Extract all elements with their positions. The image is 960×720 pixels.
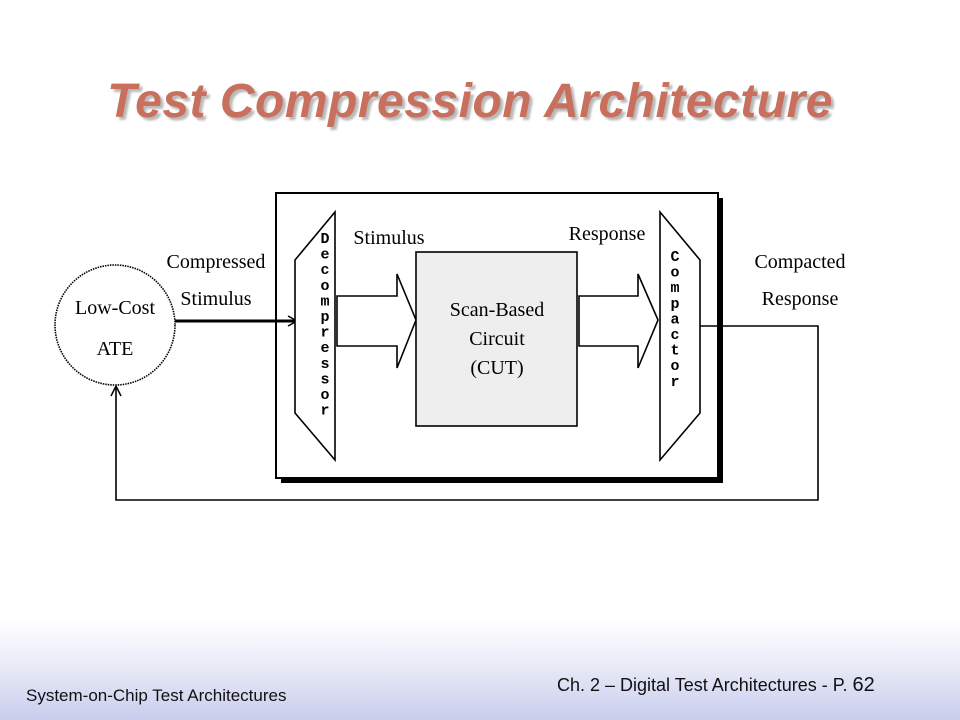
compactor-block <box>659 209 701 463</box>
compacted-response-label-1: Compacted <box>754 251 845 273</box>
compactor-letter: o <box>670 265 679 282</box>
decompressor-letter: o <box>320 278 329 295</box>
footer-chapter: Ch. 2 – Digital Test Architectures - P. … <box>557 674 875 697</box>
cut-box <box>415 251 578 427</box>
compactor-letter: C <box>670 249 679 266</box>
stimulus-arrow <box>336 273 417 369</box>
response-arrow <box>578 273 659 369</box>
ate-circle <box>54 264 176 386</box>
slide-title: Test Compression Architecture <box>107 75 833 128</box>
compactor-letter: a <box>670 311 679 328</box>
decompressor-letter: c <box>320 262 329 279</box>
compactor-letter: c <box>670 327 679 344</box>
decompressor-letter: s <box>320 356 329 373</box>
page-number: 62 <box>852 674 875 696</box>
compressed-stimulus-label-2: Stimulus <box>180 288 251 310</box>
decompressor-letter: D <box>320 231 329 248</box>
ate-label-1: Low-Cost <box>75 297 155 319</box>
response-label: Response <box>569 223 646 245</box>
feedback-line <box>115 325 819 501</box>
decompressor-letter: s <box>320 371 329 388</box>
cut-label-3: (CUT) <box>470 357 523 379</box>
compressed-stimulus-label-1: Compressed <box>167 251 266 273</box>
decompressor-letter: m <box>320 293 329 310</box>
compactor-letter: m <box>670 280 679 297</box>
footer-band <box>0 620 960 720</box>
feedback-arrowhead <box>110 384 122 397</box>
footer-chapter-text: Ch. 2 – Digital Test Architectures - P. <box>557 675 853 695</box>
decompressor-letter: o <box>320 387 329 404</box>
compactor-letter: o <box>670 358 679 375</box>
compacted-response-label-2: Response <box>762 288 839 310</box>
decompressor-letter: e <box>320 247 329 264</box>
footer-book-title: System-on-Chip Test Architectures <box>26 686 287 705</box>
decompressor-letter: r <box>320 403 329 420</box>
cut-label-1: Scan-Based <box>450 299 544 321</box>
compactor-letter: t <box>670 343 679 360</box>
decompressor-letter: r <box>320 325 329 342</box>
ate-label-2: ATE <box>97 338 134 360</box>
decompressor-block <box>294 209 336 463</box>
cut-label-2: Circuit <box>469 328 525 350</box>
stimulus-label: Stimulus <box>353 227 424 249</box>
decompressor-letter: e <box>320 340 329 357</box>
compactor-letter: p <box>670 296 679 313</box>
decompressor-letter: p <box>320 309 329 326</box>
compactor-letter: r <box>670 374 679 391</box>
